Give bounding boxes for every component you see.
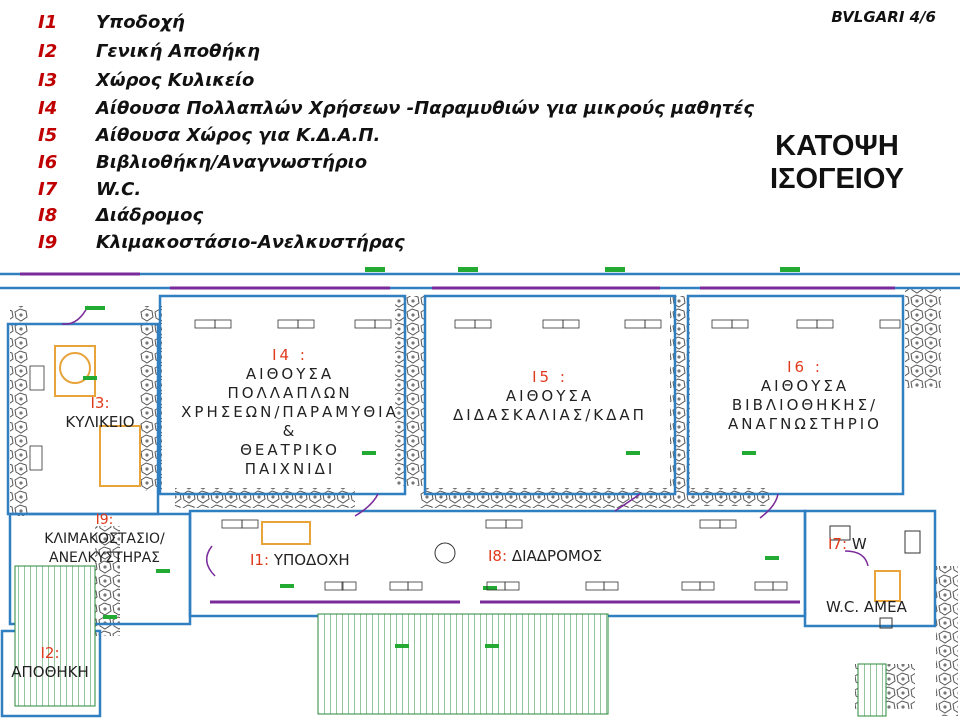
plan-title-line: ΚΑΤΟΨΗ <box>775 130 899 162</box>
legend-label: Κλιμακοστάσιο-Ανελκυστήρας <box>96 232 405 253</box>
room-name: W.C. ΑΜΕΑ <box>826 598 907 616</box>
legend-label: Αίθουσα Πολλαπλών Χρήσεων -Παραμυθιών γι… <box>96 98 755 119</box>
room-name: ΚΥΛΙΚΕΙΟ <box>65 413 135 431</box>
furniture <box>54 345 901 602</box>
plan-title-line: ΙΣΟΓΕΙΟΥ <box>770 163 904 195</box>
legend-code: I9 <box>38 232 58 253</box>
room-code: I8: <box>488 547 508 565</box>
room-label-i4: I4 : ΑΙΘΟΥΣΑ ΠΟΛΛΑΠΛΩΝ ΧΡΗΣΕΩΝ/ΠΑΡΑΜΥΘΙΑ… <box>170 346 410 479</box>
room-code: I2: <box>40 644 60 662</box>
room-code: I6 : <box>787 358 823 376</box>
room-code: I4 : <box>272 346 308 364</box>
windows <box>20 272 895 604</box>
room-name: ΔΙΑΔΡΟΜΟΣ <box>511 547 603 565</box>
room-line: ΠΑΙΧΝΙΔΙ <box>244 460 336 478</box>
entrance-steps <box>317 613 609 715</box>
room-line: ΧΡΗΣΕΩΝ/ΠΑΡΑΜΥΘΙΑ <box>181 403 399 421</box>
room-name: W <box>851 535 867 553</box>
room-line: ΑΙΘΟΥΣΑ <box>505 387 595 405</box>
room-name: ΥΠΟΔΟΧΗ <box>273 551 350 569</box>
room-code: I9: <box>95 512 114 528</box>
room-code: I3: <box>90 394 110 412</box>
room-line: ΚΛΙΜΑΚΟΣΤΑΣΙΟ/ <box>44 531 165 547</box>
legend-label: Διάδρομος <box>96 205 204 226</box>
room-name: ΑΠΟΘΗΚΗ <box>11 663 89 681</box>
legend-code: I5 <box>38 125 58 146</box>
stairs <box>14 565 96 707</box>
legend-code: I3 <box>38 70 58 91</box>
legend-code: I8 <box>38 205 58 226</box>
sheet-label: BVLGARI 4/6 <box>831 8 936 26</box>
room-label-i6: I6 : ΑΙΘΟΥΣΑ ΒΙΒΛΙΟΘΗΚΗΣ/ ΑΝΑΓΝΩΣΤΗΡΙΟ <box>700 358 910 434</box>
level-marks <box>83 267 800 648</box>
room-code: I7: <box>828 535 848 553</box>
room-line: ΠΟΛΛΑΠΛΩΝ <box>227 384 353 402</box>
legend-code: I6 <box>38 152 58 173</box>
side-steps <box>857 663 887 717</box>
fixtures <box>434 525 921 629</box>
room-code: I1: <box>250 551 270 569</box>
room-label-i9: I9: ΚΛΙΜΑΚΟΣΤΑΣΙΟ/ ΑΝΕΛΚΥΣΤΗΡΑΣ <box>22 511 187 568</box>
legend-label: W.C. <box>96 179 142 200</box>
legend-code: I1 <box>38 12 58 33</box>
room-line: ΑΝΕΛΚΥΣΤΗΡΑΣ <box>49 550 160 566</box>
room-line: & <box>282 422 298 440</box>
legend-label: Γενική Αποθήκη <box>96 41 260 62</box>
stone-walls <box>10 288 958 716</box>
room-line: ΔΙΔΑΣΚΑΛΙΑΣ/ΚΔΑΠ <box>453 406 647 424</box>
legend-code: I2 <box>38 41 58 62</box>
room-label-wc: W.C. ΑΜΕΑ <box>826 598 907 616</box>
legend-label: Βιβλιοθήκη/Αναγνωστήριο <box>96 152 368 173</box>
room-label-i1: I1: ΥΠΟΔΟΧΗ <box>250 551 350 569</box>
room-code: I5 : <box>532 368 568 386</box>
room-label-i8: I8: ΔΙΑΔΡΟΜΟΣ <box>488 547 602 565</box>
legend-label: Χώρος Κυλικείο <box>96 70 255 91</box>
legend-code: I4 <box>38 98 58 119</box>
room-label-i5: I5 : ΑΙΘΟΥΣΑ ΔΙΔΑΣΚΑΛΙΑΣ/ΚΔΑΠ <box>430 368 670 425</box>
legend-code: I7 <box>38 179 58 200</box>
room-label-i3: I3: ΚΥΛΙΚΕΙΟ <box>45 394 155 432</box>
plan-title: ΚΑΤΟΨΗ ΙΣΟΓΕΙΟΥ <box>752 130 922 196</box>
room-line: ΑΝΑΓΝΩΣΤΗΡΙΟ <box>728 415 882 433</box>
floor-plan-drawing <box>0 267 960 718</box>
room-line: ΒΙΒΛΙΟΘΗΚΗΣ/ <box>731 396 879 414</box>
room-line: ΑΙΘΟΥΣΑ <box>760 377 850 395</box>
doors <box>61 305 869 577</box>
floor-plan: I4 : ΑΙΘΟΥΣΑ ΠΟΛΛΑΠΛΩΝ ΧΡΗΣΕΩΝ/ΠΑΡΑΜΥΘΙΑ… <box>0 266 960 720</box>
room-label-i2: I2: ΑΠΟΘΗΚΗ <box>0 644 100 682</box>
room-line: ΘΕΑΤΡΙΚΟ <box>240 441 340 459</box>
dimension-boxes <box>29 319 901 591</box>
room-line: ΑΙΘΟΥΣΑ <box>245 365 335 383</box>
legend-label: Αίθουσα Χώρος για Κ.Δ.Α.Π. <box>96 125 381 146</box>
room-label-i7: I7: W <box>828 535 867 553</box>
legend-label: Υποδοχή <box>96 12 185 33</box>
